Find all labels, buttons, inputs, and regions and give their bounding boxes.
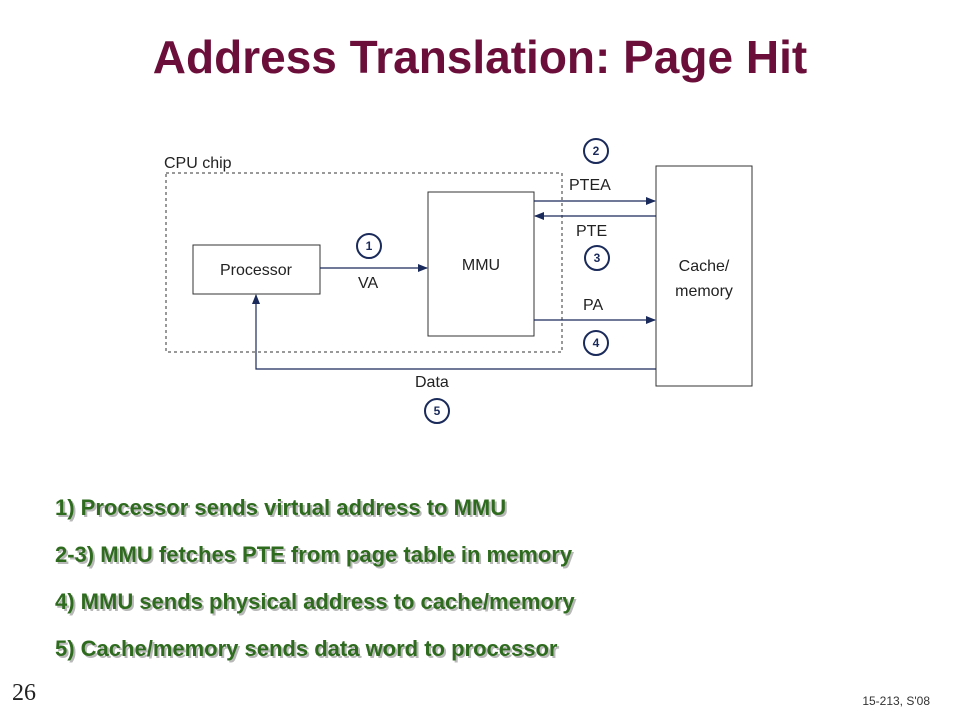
ptea-label: PTEA [569, 177, 611, 194]
data-label: Data [415, 374, 449, 391]
mmu-box [427, 191, 535, 337]
step-marker-3: 3 [584, 245, 610, 271]
step-4-text: 4) MMU sends physical address to cache/m… [55, 589, 575, 614]
cache-label-line1: Cache/ [679, 258, 730, 275]
processor-box [192, 244, 321, 295]
processor-label: Processor [220, 262, 293, 279]
step-2-3-text: 2-3) MMU fetches PTE from page table in … [55, 542, 573, 567]
svg-text:5: 5 [434, 404, 441, 418]
va-label: VA [358, 275, 378, 292]
cpu-chip-boundary [165, 172, 563, 353]
step-marker-1: 1 [356, 233, 382, 259]
step-5-text: 5) Cache/memory sends data word to proce… [55, 636, 558, 661]
step-marker-5: 5 [424, 398, 450, 424]
pte-label: PTE [576, 223, 607, 240]
slide-number: 26 [12, 680, 36, 706]
svg-text:3: 3 [594, 251, 601, 265]
data-arrow [252, 294, 656, 370]
cache-label-line2: memory [675, 283, 733, 300]
footer-course-code: 15-213, S'08 [862, 694, 930, 708]
page-title: Address Translation: Page Hit [152, 31, 808, 83]
svg-text:2: 2 [593, 144, 600, 158]
mmu-label: MMU [462, 257, 500, 274]
steps-list: 1) Processor sends virtual address to MM… [55, 490, 575, 678]
cpu-chip-label: CPU chip [164, 155, 232, 172]
address-translation-diagram: CPU chip Processor MMU Cache/ memory VA … [164, 138, 753, 424]
svg-text:4: 4 [593, 336, 600, 350]
pa-label: PA [583, 297, 603, 314]
step-marker-2: 2 [583, 138, 609, 164]
svg-text:1: 1 [366, 239, 373, 253]
step-marker-4: 4 [583, 330, 609, 356]
cache-memory-box [655, 165, 753, 387]
step-1-text: 1) Processor sends virtual address to MM… [55, 495, 507, 520]
